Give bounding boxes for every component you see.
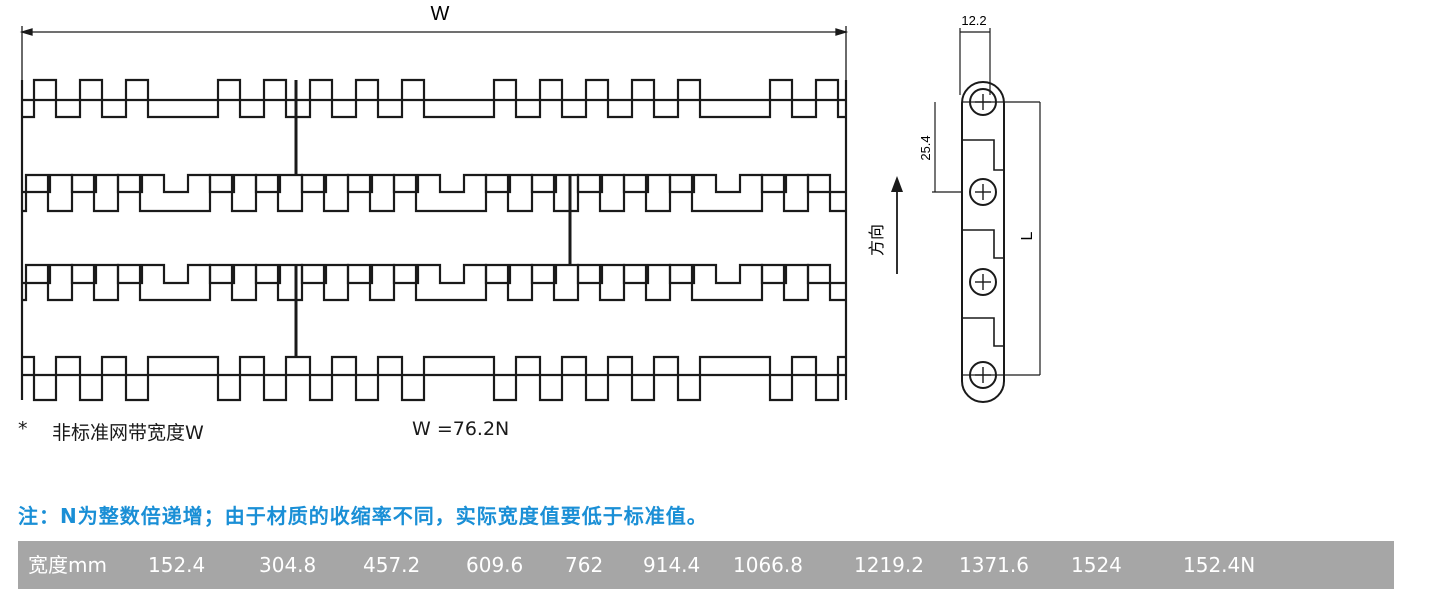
belt-row-edge [22, 263, 846, 285]
pin-circle [969, 178, 997, 206]
pin-circle [969, 268, 997, 296]
side-width-label: 12.2 [961, 13, 986, 28]
width-dimension [19, 26, 849, 80]
pin-circle [969, 88, 997, 116]
pin-hole-icon [969, 88, 997, 116]
length-label: L [1019, 231, 1036, 240]
belt-row-edge [22, 173, 846, 194]
nonstandard-width-note: 非标准网带宽度W [52, 422, 204, 444]
pin-circle [969, 361, 997, 389]
belt-modules [20, 78, 848, 402]
side-link-step [962, 317, 1004, 347]
belt-row-edge [22, 78, 846, 119]
width-table: 宽度mm 152.4 304.8 457.2 609.6 762 914.4 1… [18, 541, 1394, 589]
width-value: 609.6 [466, 553, 524, 577]
width-value: 152.4N [1183, 553, 1256, 577]
note-asterisk: * [18, 418, 28, 440]
width-value: 304.8 [259, 553, 317, 577]
pitch-label: 25.4 [918, 135, 933, 160]
direction-arrow-icon [891, 176, 903, 274]
direction-label: 方向 [867, 224, 886, 256]
belt-row-edge [22, 173, 846, 213]
width-value: 914.4 [643, 553, 701, 577]
side-link-step [962, 229, 1004, 259]
side-link-body [961, 81, 1005, 403]
width-value: 1371.6 [959, 553, 1029, 577]
pin-hole-icon [969, 178, 997, 206]
width-table-header: 宽度mm [28, 553, 107, 577]
width-value: 1066.8 [733, 553, 803, 577]
width-label: W [431, 3, 450, 25]
width-value: 1524 [1071, 553, 1122, 577]
pin-hole-icon [969, 268, 997, 296]
footnote: 注：N为整数倍递增；由于材质的收缩率不同，实际宽度值要低于标准值。 [18, 504, 708, 528]
pin-hole-icon [969, 361, 997, 389]
width-value: 762 [565, 553, 604, 577]
side-view [932, 28, 1041, 403]
width-value: 1219.2 [854, 553, 924, 577]
width-value: 457.2 [363, 553, 421, 577]
side-link-step [962, 139, 1004, 171]
belt-row-edge [22, 355, 846, 402]
width-value: 152.4 [148, 553, 206, 577]
width-formula: W =76.2N [412, 418, 510, 440]
belt-row-edge [22, 263, 846, 302]
